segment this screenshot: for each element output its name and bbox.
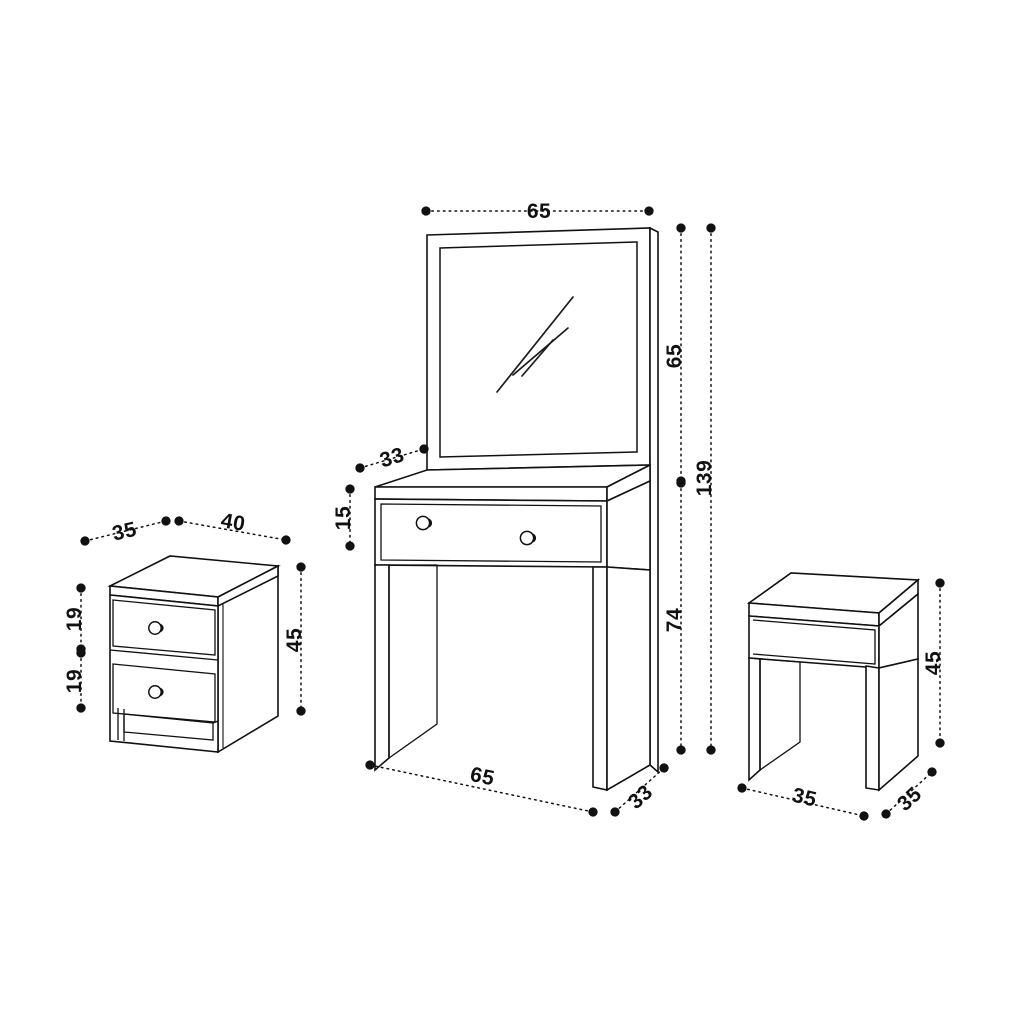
dim-label-stool-depth: 35 <box>893 782 926 815</box>
table-drawer-face-inner <box>380 503 602 563</box>
nightstand-front-body <box>109 594 219 753</box>
nightstand-knob-lower[interactable] <box>148 685 164 699</box>
table-knob-left[interactable] <box>415 515 433 531</box>
nightstand-drawer-top <box>112 599 216 656</box>
dim-nightstand-height: 45 <box>283 562 306 716</box>
nightstand-top-side-edge <box>217 564 279 608</box>
dim-label-table-top-thickness: 15 <box>332 506 355 530</box>
nightstand-knob-upper[interactable] <box>148 621 164 635</box>
stool-leg-left <box>748 657 761 782</box>
table-leg-left <box>374 564 390 772</box>
dim-label-nightstand-depth: 35 <box>110 518 139 546</box>
nightstand-plinth-right-join <box>212 720 219 724</box>
dim-label-nightstand-width: 40 <box>219 509 247 536</box>
dim-label-nightstand-height: 45 <box>283 628 306 652</box>
table-leg-right-side <box>606 566 651 792</box>
table-knob-right[interactable] <box>519 530 537 546</box>
dim-label-stool-height: 45 <box>922 651 945 675</box>
dim-table-width: 65 <box>365 760 598 817</box>
table-leg-left-inner <box>388 564 438 760</box>
table-top-surface <box>374 464 651 488</box>
dim-table-top-thickness: 15 <box>332 484 355 551</box>
stool-leg-right-front <box>865 665 880 791</box>
mirror-glass <box>439 241 638 458</box>
dim-mirror-height: 65 <box>663 223 686 486</box>
nightstand-drawing: 35 40 19 19 45 <box>63 509 306 754</box>
stool-drawing: 45 35 35 <box>737 572 945 821</box>
stool-leg-right-side <box>878 657 919 792</box>
table-leg-right-front <box>592 566 608 791</box>
mirror-sheen-line-2 <box>512 327 569 376</box>
dim-stool-width: 35 <box>737 783 869 821</box>
nightstand-drawer-divider <box>109 649 219 661</box>
stool-leg-left-inner <box>759 658 801 772</box>
dim-label-mirror-height: 65 <box>663 344 686 368</box>
dim-total-height: 139 <box>693 223 716 755</box>
dim-label-table-depth-bottom: 33 <box>624 780 657 813</box>
dim-label-table-width: 65 <box>468 763 497 791</box>
dim-label-nightstand-drawer-bottom: 19 <box>63 669 86 693</box>
dim-label-mirror-width: 65 <box>527 200 551 223</box>
dim-table-depth-top: 33 <box>355 443 429 473</box>
dim-label-stool-width: 35 <box>790 784 819 812</box>
dim-nightstand-width: 40 <box>174 509 291 545</box>
nightstand-plinth-face <box>123 713 214 741</box>
table-drawer-front <box>374 498 608 568</box>
dim-stool-height: 45 <box>922 578 945 748</box>
mirror-sheen-line-3 <box>521 339 554 377</box>
dim-nightstand-drawer-top: 19 <box>63 583 86 654</box>
dim-table-height: 74 <box>663 478 686 755</box>
dressing-table-drawing: 65 33 15 65 74 <box>332 200 716 817</box>
dim-nightstand-depth: 35 <box>80 516 171 546</box>
dim-label-table-depth-top: 33 <box>377 443 407 472</box>
mirror-sheen-line-1 <box>496 296 574 393</box>
dim-label-nightstand-drawer-top: 19 <box>63 607 86 631</box>
dim-label-total-height: 139 <box>693 460 716 497</box>
stool-apron-inner <box>752 619 876 665</box>
mirror-back-panel-side <box>649 226 659 774</box>
dim-mirror-width: 65 <box>421 200 654 223</box>
dim-label-table-height: 74 <box>663 608 686 632</box>
dim-nightstand-drawer-bottom: 19 <box>63 648 86 713</box>
